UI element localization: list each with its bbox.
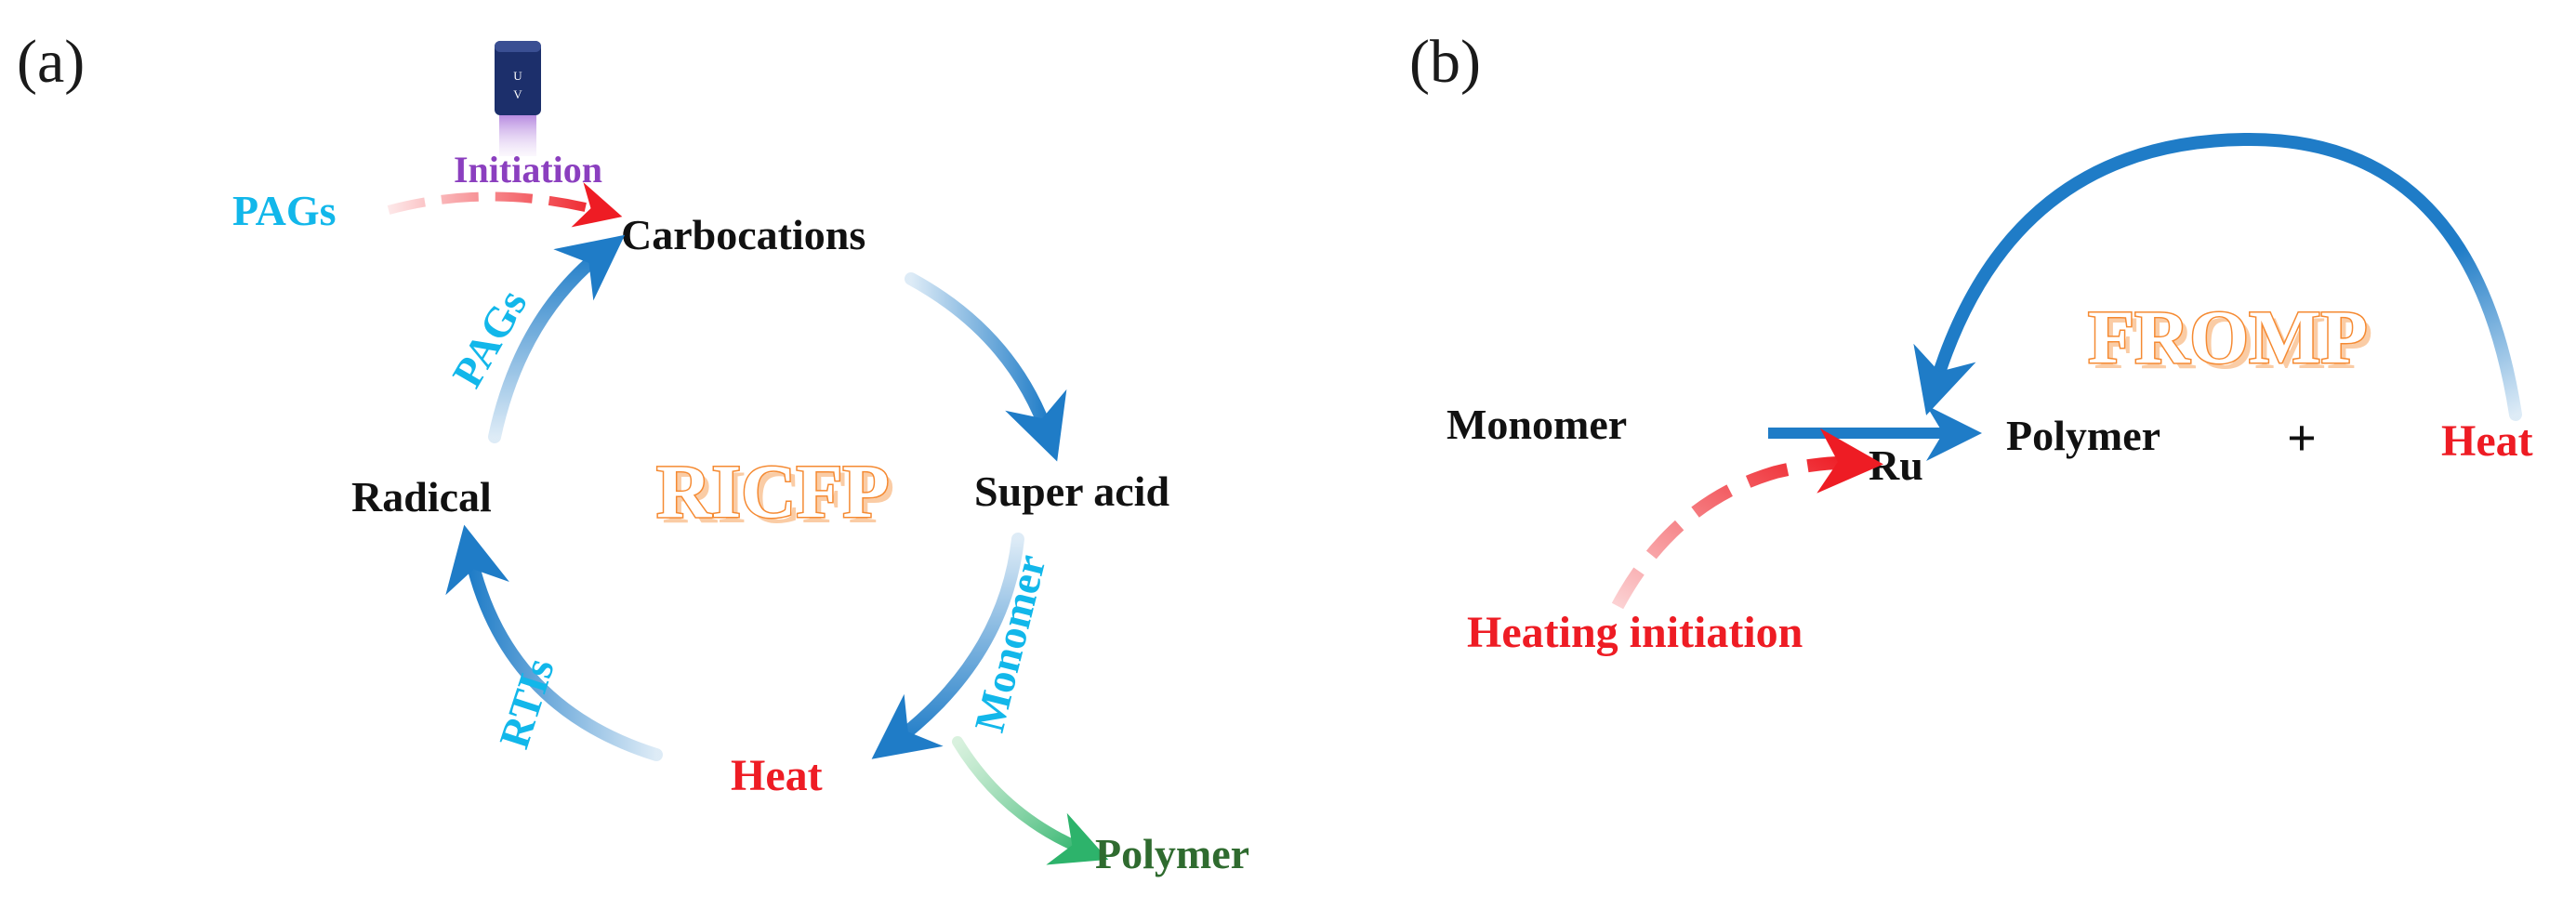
fromp-title: FROMP bbox=[2088, 295, 2368, 379]
panel-a-label: (a) bbox=[17, 28, 85, 96]
heating-initiation-label: Heating initiation bbox=[1467, 608, 1803, 657]
polymer-b-label: Polymer bbox=[2006, 412, 2160, 459]
pags-cycle-label: PAGs bbox=[443, 282, 535, 395]
heat-b-label: Heat bbox=[2441, 416, 2533, 466]
monomer-b-label: Monomer bbox=[1447, 401, 1627, 448]
panel-b-label: (b) bbox=[1409, 28, 1481, 96]
arrow-radical-to-carbocations bbox=[488, 234, 626, 443]
arrow-to-polymer bbox=[952, 736, 1109, 865]
heating-initiation-arrow bbox=[1611, 428, 1883, 610]
polymer-label: Polymer bbox=[1095, 830, 1249, 877]
arrow-superacid-to-heat bbox=[871, 533, 1024, 759]
arrow-heat-feedback bbox=[1913, 132, 2522, 421]
arrow-carbocations-to-superacid bbox=[905, 272, 1067, 462]
panel-b: (b) FROMP FROMP Monomer Ru Polymer + Hea… bbox=[1409, 28, 2533, 657]
uv-lamp-label: U bbox=[513, 69, 522, 83]
uv-lamp-label-2: V bbox=[513, 87, 522, 101]
arrow-heat-to-radical bbox=[445, 524, 663, 761]
ricfp-title: RICFP bbox=[656, 449, 890, 534]
carbocations-label: Carbocations bbox=[621, 211, 865, 258]
plus-sign: + bbox=[2287, 410, 2317, 468]
initiation-label: Initiation bbox=[454, 149, 602, 191]
radical-label: Radical bbox=[351, 473, 492, 520]
ricfp-title-shadow: RICFP bbox=[662, 454, 895, 539]
super-acid-label: Super acid bbox=[974, 468, 1169, 515]
fromp-title-shadow: FROMP bbox=[2094, 300, 2373, 385]
pags-input-label: PAGs bbox=[232, 187, 337, 234]
initiation-arrow bbox=[387, 182, 623, 228]
uv-lamp-cap bbox=[495, 41, 541, 52]
uv-lamp-icon: U V bbox=[495, 41, 541, 156]
heat-label: Heat bbox=[731, 751, 823, 800]
uv-beam bbox=[499, 115, 536, 156]
panel-a: (a) U V Initiation PAGs Carbocations Sup… bbox=[17, 28, 1249, 877]
ru-catalyst-label: Ru bbox=[1869, 441, 1923, 489]
uv-lamp-body bbox=[495, 41, 541, 115]
